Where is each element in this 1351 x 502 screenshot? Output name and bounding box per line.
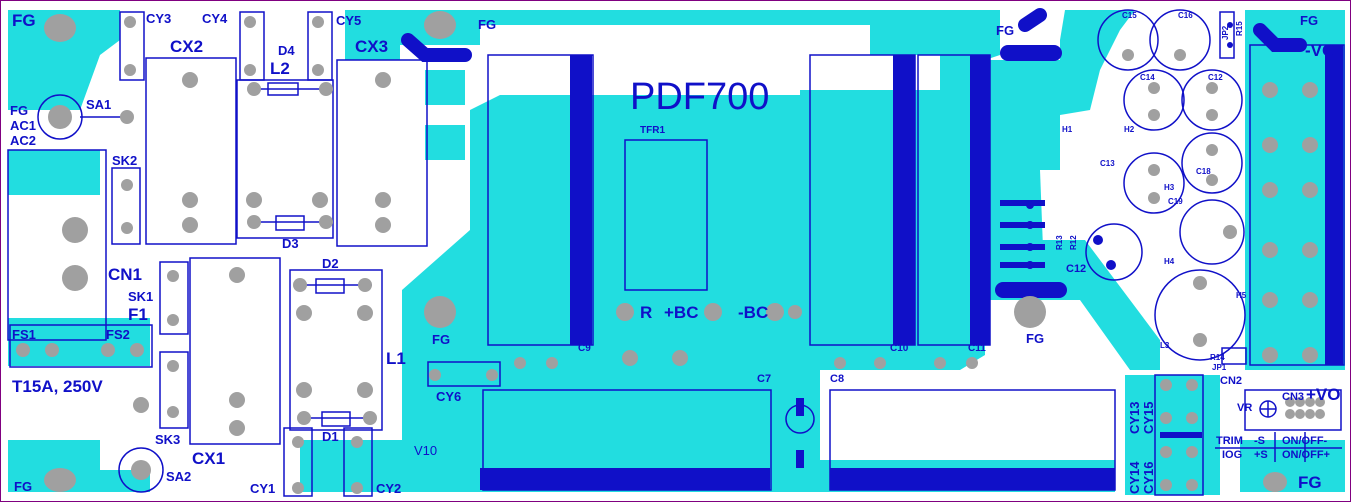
label-l1: L1 [386, 349, 406, 368]
label-version: V10 [414, 443, 438, 458]
label-cy3: CY3 [146, 11, 172, 26]
label-d3: D3 [282, 236, 299, 251]
label-d4: D4 [278, 43, 295, 58]
label-sk2: SK2 [112, 153, 138, 168]
label-cn2: CN2 [1220, 375, 1243, 387]
label-trim: TRIM [1216, 435, 1243, 447]
label-minus-vo: -VO [1305, 41, 1336, 60]
label-r14: R14 [1210, 353, 1225, 362]
silkscreen-outlines [7, 9, 1345, 497]
label-fg-bottom-left: FG [14, 479, 33, 494]
label-ac1: AC1 [10, 118, 37, 133]
label-plus-vo: +VO [1306, 385, 1341, 404]
label-cy16: CY16 [1141, 461, 1156, 494]
label-fg-top-right: FG [1300, 13, 1319, 28]
label-l2: L2 [270, 59, 290, 78]
label-c8: C8 [830, 373, 845, 385]
label-h2: H2 [1124, 125, 1135, 134]
polarity-marks [796, 398, 804, 468]
label-cy4: CY4 [202, 11, 228, 26]
label-r12: R12 [1069, 235, 1078, 250]
label-fg-top: FG [478, 17, 497, 32]
label-c16: C16 [1178, 11, 1193, 20]
label-cy6: CY6 [436, 389, 462, 404]
label-sk1: SK1 [128, 289, 154, 304]
label-fuse-rating: T15A, 250V [12, 377, 103, 396]
label-cn3: CN3 [1282, 391, 1305, 403]
label-fg-bottom-right: FG [1298, 473, 1322, 492]
label-plus-s: +S [1254, 449, 1268, 461]
label-r: R [640, 303, 653, 322]
label-r15: R15 [1235, 21, 1244, 36]
label-jp1: JP1 [1212, 363, 1227, 372]
label-fg-left: FG [10, 103, 29, 118]
label-c11: C11 [968, 343, 986, 354]
label-c18: C18 [1196, 167, 1211, 176]
pads [16, 11, 1325, 494]
label-on-off-plus: ON/OFF+ [1282, 449, 1330, 461]
label-cy5: CY5 [336, 13, 362, 28]
label-fg-top-2: FG [996, 23, 1015, 38]
label-fg-top-left: FG [12, 11, 36, 30]
label-sa1: SA1 [86, 97, 112, 112]
label-c15: C15 [1122, 11, 1137, 20]
label-iog: IOG [1222, 449, 1243, 461]
label-minus-bc: -BC [738, 303, 769, 322]
label-c9: C9 [578, 343, 591, 354]
label-sa2: SA2 [166, 469, 192, 484]
label-d1: D1 [322, 429, 339, 444]
label-cy15: CY15 [1141, 401, 1156, 434]
label-cy14: CY14 [1127, 461, 1142, 494]
label-cn1: CN1 [108, 265, 143, 284]
label-d2: D2 [322, 256, 339, 271]
label-on-off-minus: ON/OFF- [1282, 435, 1328, 447]
label-plus-bc: +BC [664, 303, 699, 322]
label-cx1: CX1 [192, 449, 226, 468]
label-cx2: CX2 [170, 37, 204, 56]
board-title: PDF700 [630, 76, 770, 118]
label-fs2: FS2 [106, 327, 130, 342]
label-h3: H3 [1164, 183, 1175, 192]
label-cy2: CY2 [376, 481, 402, 496]
label-fg-mid: FG [432, 332, 451, 347]
label-c13: C13 [1100, 159, 1115, 168]
label-h4: H4 [1164, 257, 1175, 266]
label-cy13: CY13 [1127, 401, 1142, 434]
label-c12-top: C12 [1208, 73, 1223, 82]
label-vr: VR [1237, 402, 1253, 414]
label-c10: C10 [890, 343, 909, 354]
label-c7: C7 [757, 373, 772, 385]
label-cy1: CY1 [250, 481, 276, 496]
label-r13: R13 [1055, 235, 1064, 250]
heavy-tracks [480, 45, 1343, 490]
label-c12: C12 [1066, 263, 1087, 275]
label-l3: L3 [1160, 341, 1170, 350]
label-fg-mid-2: FG [1026, 331, 1045, 346]
label-fs1: FS1 [12, 327, 36, 342]
label-jp2: JP2 [1221, 25, 1230, 40]
label-f1: F1 [128, 305, 148, 324]
label-sk3: SK3 [155, 432, 181, 447]
label-minus-s: -S [1254, 435, 1265, 447]
label-h1: H1 [1062, 125, 1073, 134]
label-ac2: AC2 [10, 133, 37, 148]
label-tfr1: TFR1 [640, 125, 665, 136]
label-c14: C14 [1140, 73, 1155, 82]
label-h5: H5 [1236, 291, 1247, 300]
vias [1026, 22, 1233, 270]
label-c19: C19 [1168, 197, 1183, 206]
label-cx3: CX3 [355, 37, 389, 56]
